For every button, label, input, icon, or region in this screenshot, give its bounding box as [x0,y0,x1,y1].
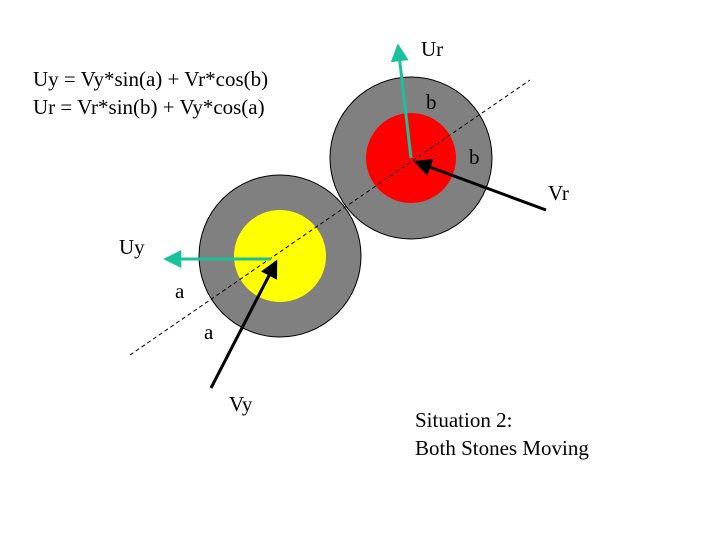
ur-label: Ur [421,37,444,61]
vr-label: Vr [548,181,569,205]
vr-arrow [413,158,547,212]
formula-ur: Ur = Vr*sin(b) + Vy*cos(a) [33,95,265,119]
vy-label: Vy [229,392,253,416]
caption-title: Situation 2: [415,408,513,432]
center-line [129,79,531,356]
angle-b-right-label: b [469,145,480,169]
angle-a-bottom-label: a [204,320,214,344]
yellow-stone-core [234,210,326,302]
angle-b-top-label: b [426,90,437,114]
vy-arrow [209,259,278,389]
angle-a-top-label: a [175,279,185,303]
ur-arrow [390,43,413,159]
formula-uy: Uy = Vy*sin(a) + Vr*cos(b) [33,67,269,91]
caption-subtitle: Both Stones Moving [415,436,589,460]
uy-label: Uy [119,235,145,259]
